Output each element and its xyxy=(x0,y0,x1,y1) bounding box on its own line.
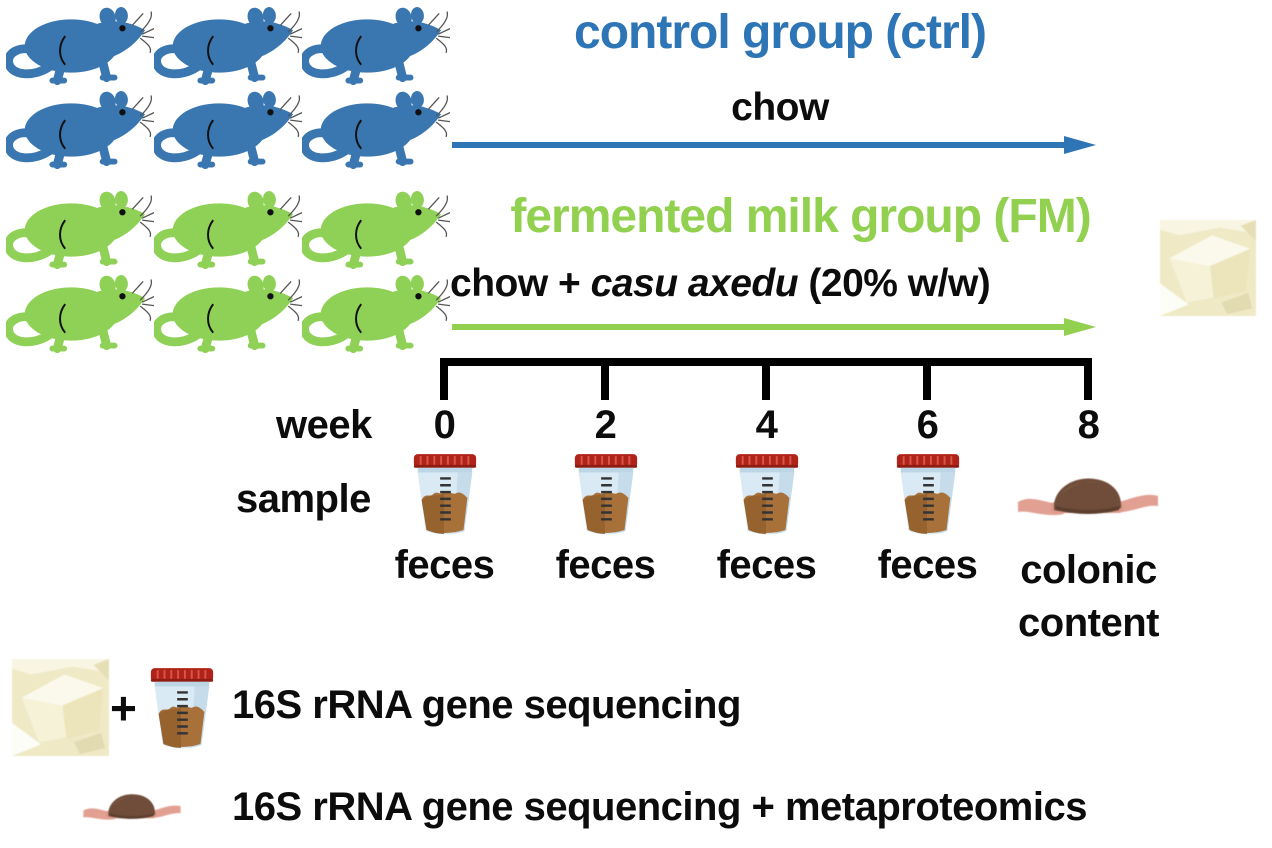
fm-mice-grid xyxy=(6,188,450,356)
week-number: 0 xyxy=(433,403,456,447)
control-mice-grid xyxy=(6,4,450,172)
week-number: 2 xyxy=(594,403,617,447)
mouse-icon xyxy=(154,4,302,88)
sample-axis-label: sample xyxy=(236,477,371,521)
legend-row2-label: 16S rRNA gene sequencing + metaproteomic… xyxy=(232,785,1087,829)
mouse-icon xyxy=(154,88,302,172)
stool-sample-cup-icon xyxy=(892,452,964,538)
mouse-icon xyxy=(302,188,450,272)
legend-stool-sample-cup-icon xyxy=(146,666,218,752)
timeline-bracket xyxy=(440,358,1092,400)
sample-labels-row: feces feces feces feces colonic content xyxy=(364,544,1169,650)
mouse-icon xyxy=(6,88,154,172)
week-axis-label: week xyxy=(276,403,372,447)
week-number: 8 xyxy=(1077,403,1100,447)
mouse-icon xyxy=(154,272,302,356)
fm-group-title: fermented milk group (FM) xyxy=(510,190,1091,243)
feces-label: feces xyxy=(555,543,656,587)
legend-fermented-milk-photo xyxy=(12,658,109,757)
mouse-icon xyxy=(6,188,154,272)
fm-diet-suffix: (20% w/w) xyxy=(798,262,991,305)
stool-sample-cup-icon xyxy=(409,452,481,538)
mouse-icon xyxy=(6,272,154,356)
sample-cups-row xyxy=(364,452,1008,538)
mouse-icon xyxy=(6,4,154,88)
legend-row1-label: 16S rRNA gene sequencing xyxy=(232,683,741,727)
week-number: 6 xyxy=(916,403,939,447)
colonic-content-line2: content xyxy=(1018,600,1159,645)
control-arrow-icon xyxy=(452,136,1096,154)
mouse-icon xyxy=(302,272,450,356)
stool-sample-cup-icon xyxy=(731,452,803,538)
colonic-content-line1: colonic xyxy=(1020,548,1157,592)
week-numbers-row: 0 2 4 6 8 xyxy=(364,404,1169,446)
legend-plus-sign: + xyxy=(110,682,137,734)
feces-label: feces xyxy=(716,543,817,587)
feces-label: feces xyxy=(877,543,978,587)
fermented-milk-photo xyxy=(1160,220,1256,316)
week-number: 4 xyxy=(755,403,778,447)
control-diet-label: chow xyxy=(731,86,829,129)
mouse-icon xyxy=(302,88,450,172)
fm-arrow-icon xyxy=(452,318,1096,336)
stool-sample-cup-icon xyxy=(570,452,642,538)
fm-diet-species: casu axedu xyxy=(590,262,799,305)
mouse-icon xyxy=(302,4,450,88)
legend-colonic-content-photo xyxy=(82,780,182,830)
fm-diet-label: chow + casu axedu (20% w/w) xyxy=(450,262,1110,305)
mouse-icon xyxy=(154,188,302,272)
colonic-content-label: colonic content xyxy=(1008,544,1169,650)
control-group-title: control group (ctrl) xyxy=(574,6,987,59)
colonic-content-photo xyxy=(1016,462,1160,526)
fm-diet-prefix: chow + xyxy=(450,262,591,305)
feces-label: feces xyxy=(394,543,495,587)
